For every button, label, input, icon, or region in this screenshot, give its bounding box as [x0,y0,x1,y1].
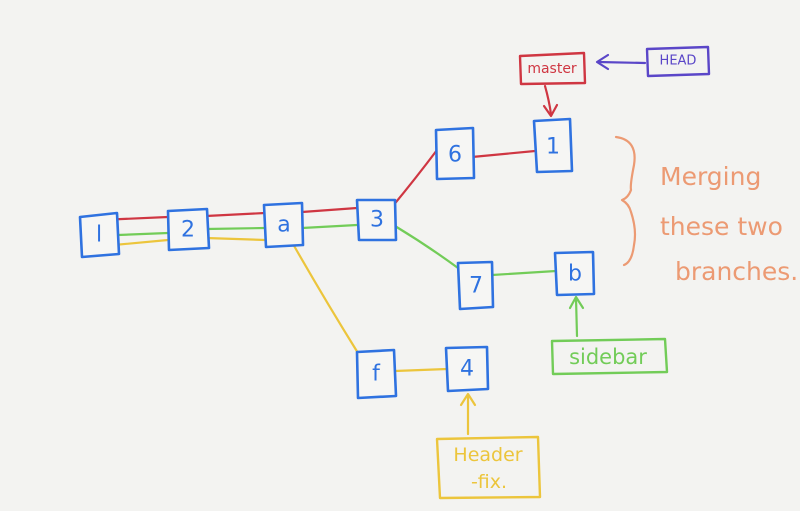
merge-annotation: Merging these two branches. [614,135,798,286]
commit-node-l: l [78,211,121,259]
head-pointer: HEAD [595,45,711,78]
commit-label: l [96,223,102,248]
commit-node-a: a [262,201,305,249]
sidebar-label: sidebar [569,345,647,369]
commit-label: 6 [448,143,462,168]
note-line-1: Merging [660,162,761,191]
commit-node-2: 2 [166,207,211,252]
header-fix-label-line2: -fix. [471,471,507,493]
edge-master-a-3 [300,206,359,214]
edges [98,148,558,373]
edge-header-l-2 [112,238,170,247]
header-fix-pointer: Header -fix. [435,392,542,500]
curly-brace-icon [614,135,637,267]
edge-header-2-a [204,236,267,242]
commit-node-b: b [553,250,596,297]
master-pointer: master [518,51,587,118]
edge-master-2-a [204,211,267,218]
edge-sidebar-l-2 [116,231,170,237]
edge-master-6-1 [470,149,537,159]
edge-header-f-4 [393,367,449,373]
commit-label: 4 [460,357,474,382]
commit-label: 7 [469,274,483,299]
edge-sidebar-7-b [490,269,558,277]
commit-label: 2 [181,218,195,243]
edge-sidebar-2-a [204,226,267,231]
commit-label: 1 [546,135,560,160]
edge-sidebar-a-3 [300,223,359,230]
commit-node-f: f [355,348,398,400]
sidebar-pointer: sidebar [550,295,669,376]
commit-label: 3 [370,208,384,233]
commit-nodes: l 2 a 3 6 1 7 b [78,117,596,400]
edge-header-a-f [291,242,360,355]
header-fix-label-line1: Header [453,444,522,466]
master-label: master [527,61,577,77]
commit-node-1: 1 [532,117,574,174]
commit-node-7: 7 [456,260,495,311]
commit-label: b [568,262,582,287]
head-label: HEAD [660,54,697,69]
edge-master-3-6 [390,148,439,209]
note-line-3: branches. [675,257,798,286]
edge-sidebar-3-7 [393,224,460,270]
commit-node-3: 3 [355,198,398,242]
commit-node-4: 4 [444,345,490,393]
note-line-2: these two [660,212,783,241]
commit-node-6-top: 6 [434,126,476,181]
commit-label: a [277,213,290,238]
commit-label: f [372,362,381,387]
